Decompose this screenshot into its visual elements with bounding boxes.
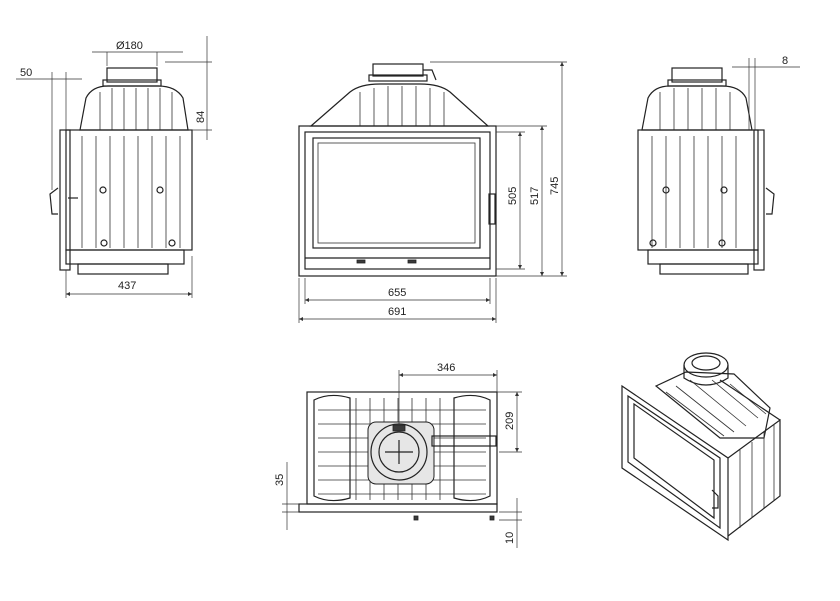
dim-side-offset-right: 8 xyxy=(782,55,788,67)
front-view-dimensions: 655 691 505 517 745 xyxy=(298,61,567,323)
dim-flue-depth: 209 xyxy=(504,412,516,430)
dim-flue-diameter: Ø180 xyxy=(116,40,143,52)
right-view-dimensions: 8 xyxy=(732,55,800,130)
dim-top-height: 84 xyxy=(195,111,207,123)
left-side-view xyxy=(49,67,193,275)
top-view xyxy=(298,391,498,521)
dim-bottom-offset: 35 xyxy=(274,474,286,486)
dim-total-height: 745 xyxy=(549,177,561,195)
dim-door-height: 517 xyxy=(529,187,541,205)
dim-side-offset-left: 50 xyxy=(20,67,32,79)
dim-glass-width: 655 xyxy=(388,287,406,299)
isometric-view xyxy=(621,352,781,542)
dim-depth: 437 xyxy=(118,280,136,292)
front-view xyxy=(298,63,497,277)
dim-total-width: 691 xyxy=(388,306,406,318)
left-view-dimensions: Ø180 84 50 437 xyxy=(16,36,212,298)
top-view-dimensions: 346 209 35 10 xyxy=(274,362,522,548)
dim-glass-height: 505 xyxy=(507,187,519,205)
right-side-view xyxy=(637,67,775,275)
dim-flue-offset: 346 xyxy=(437,362,455,374)
dim-plate-thickness: 10 xyxy=(504,532,516,544)
